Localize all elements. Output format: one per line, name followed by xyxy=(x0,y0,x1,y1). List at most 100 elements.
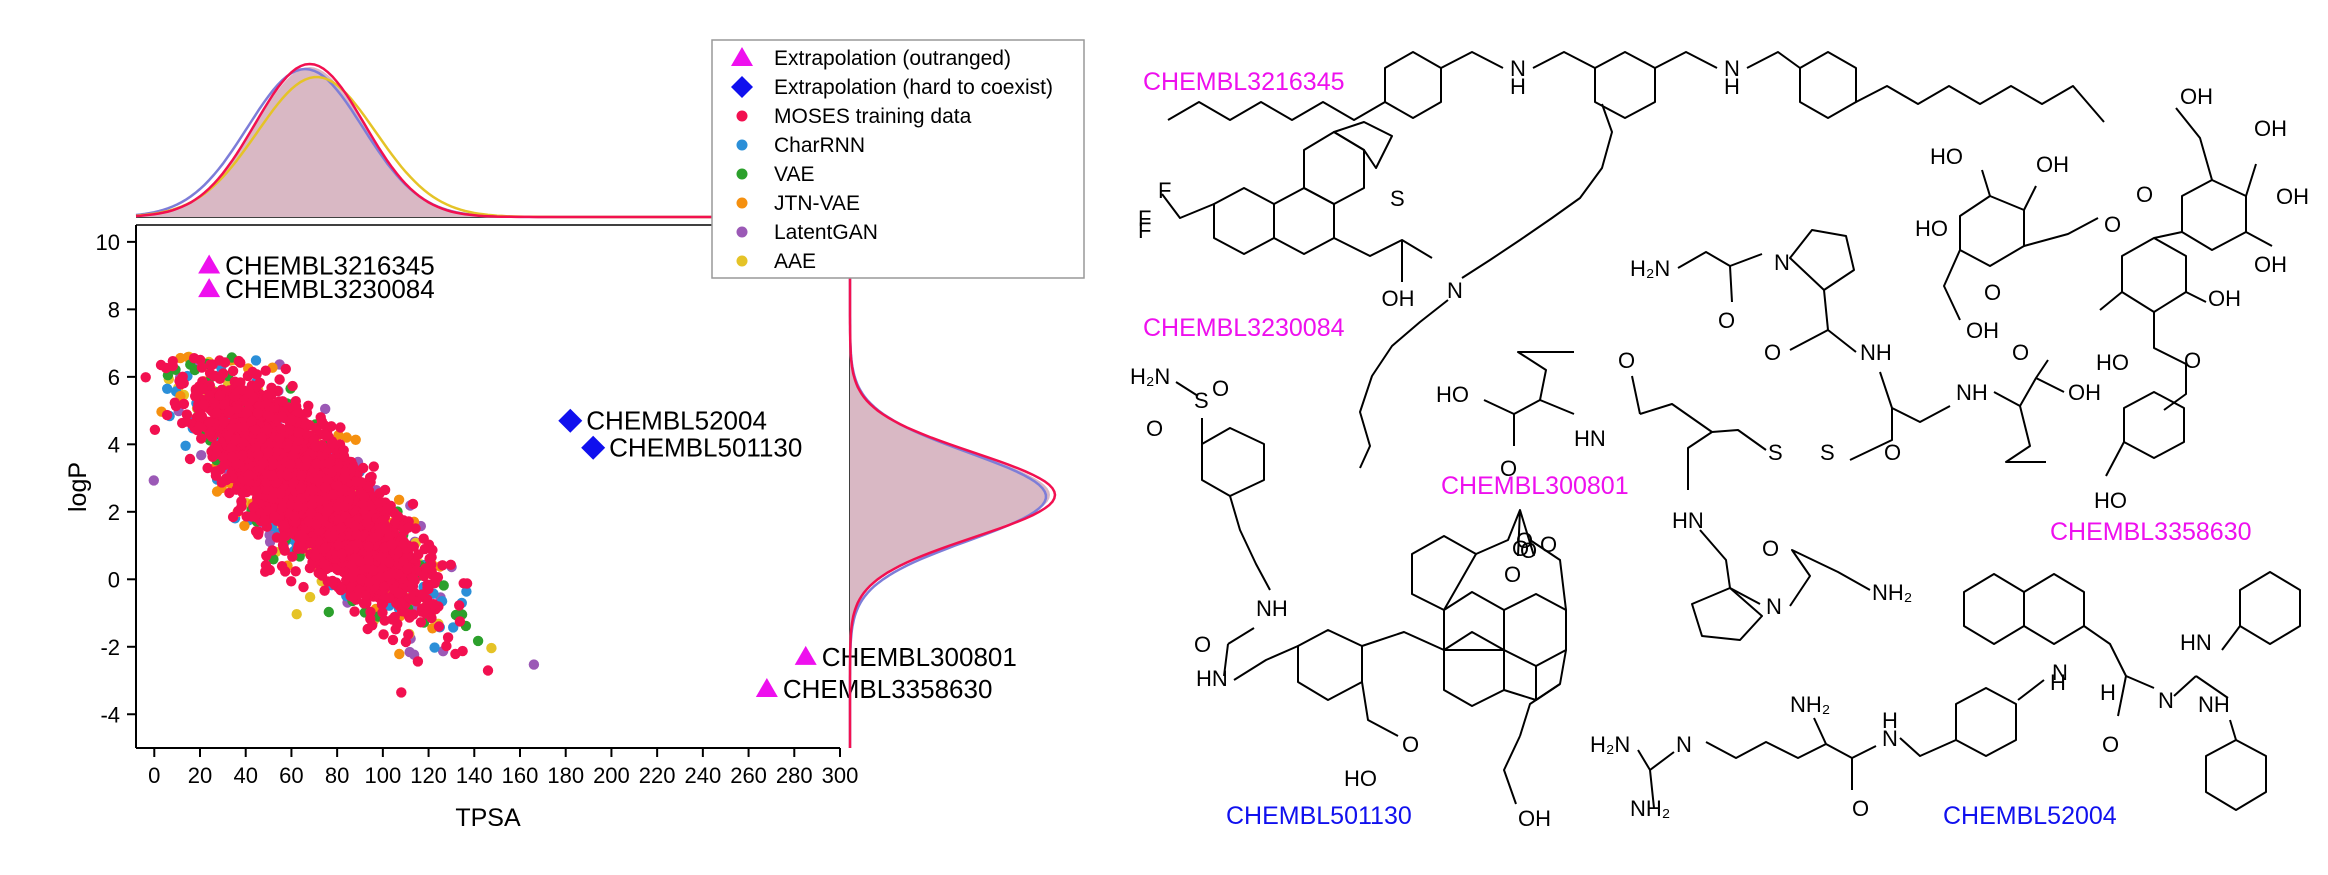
svg-text:O: O xyxy=(1718,308,1735,333)
data-point xyxy=(482,665,494,676)
structure-label-chembl3216345: CHEMBL3216345 xyxy=(1143,68,1345,96)
data-point xyxy=(458,578,469,589)
data-point xyxy=(448,622,459,633)
legend: Extrapolation (outranged)Extrapolation (… xyxy=(711,39,1085,279)
compound-annotation: CHEMBL3358630 xyxy=(783,674,993,704)
y-tick-label: -4 xyxy=(100,702,120,727)
data-point xyxy=(359,491,370,503)
data-point xyxy=(305,507,317,519)
structure-chembl501130: H₂N S O O NH O HN HO O O O xyxy=(1130,364,1567,831)
svg-text:F: F xyxy=(1158,178,1171,203)
svg-text:S: S xyxy=(1768,440,1783,465)
scatter-panel: CHEMBL3216345CHEMBL3230084CHEMBL52004CHE… xyxy=(64,224,1017,832)
compound-annotation: CHEMBL52004 xyxy=(586,406,767,436)
data-point xyxy=(341,432,352,443)
data-point xyxy=(250,424,261,436)
x-tick-label: 160 xyxy=(502,763,539,788)
data-point xyxy=(262,424,273,435)
data-point xyxy=(386,539,398,550)
data-point xyxy=(316,416,328,427)
data-point xyxy=(376,599,388,610)
data-point xyxy=(218,368,229,379)
data-point xyxy=(214,355,225,366)
x-tick-label: 180 xyxy=(547,763,584,788)
legend-marker-circle xyxy=(736,255,748,267)
data-point xyxy=(178,398,190,410)
data-point xyxy=(238,421,250,432)
structure-label-chembl300801: CHEMBL300801 xyxy=(1441,472,1629,500)
marginal-right-curve xyxy=(850,225,1050,748)
data-point xyxy=(377,580,389,592)
svg-text:F: F xyxy=(1138,206,1151,231)
svg-text:NH: NH xyxy=(2198,692,2230,717)
data-point xyxy=(445,559,456,570)
data-point xyxy=(262,447,274,458)
data-point xyxy=(196,433,207,444)
svg-text:N: N xyxy=(2052,660,2068,685)
highlighted-compounds: CHEMBL3216345CHEMBL3230084CHEMBL52004CHE… xyxy=(198,250,1017,704)
data-point xyxy=(303,400,314,411)
data-point xyxy=(413,549,424,560)
data-point xyxy=(278,520,290,531)
svg-text:N: N xyxy=(1724,56,1740,81)
y-axis-label: logP xyxy=(64,462,92,512)
data-point xyxy=(256,432,267,444)
data-point xyxy=(406,594,417,605)
marginal-top-curve xyxy=(136,67,840,217)
x-tick-label: 80 xyxy=(325,763,349,788)
data-point xyxy=(266,382,277,393)
data-point xyxy=(339,501,350,512)
data-point xyxy=(240,407,252,419)
svg-text:OH: OH xyxy=(2036,152,2069,177)
compound-annotation: CHEMBL3216345 xyxy=(225,250,435,280)
svg-text:H: H xyxy=(1510,74,1526,99)
legend-label: LatentGAN xyxy=(774,221,878,244)
data-point xyxy=(394,648,405,660)
data-point xyxy=(363,555,374,566)
data-point xyxy=(293,427,304,438)
data-point xyxy=(438,580,449,591)
structure-label-chembl3230084: CHEMBL3230084 xyxy=(1143,314,1345,342)
data-point xyxy=(433,621,445,632)
data-point xyxy=(236,496,247,507)
data-point xyxy=(396,687,407,698)
data-point xyxy=(279,545,290,556)
data-point xyxy=(205,359,216,370)
data-point xyxy=(211,441,222,453)
structure-chembl3230084: F F F S OH N xyxy=(1138,103,1613,469)
data-point xyxy=(350,434,361,445)
data-point xyxy=(395,597,406,608)
data-point xyxy=(227,365,239,377)
data-point xyxy=(277,396,288,407)
data-point xyxy=(269,487,281,498)
svg-text:O: O xyxy=(1194,632,1211,657)
data-point xyxy=(365,606,376,618)
structure-label-chembl501130: CHEMBL501130 xyxy=(1226,802,1412,830)
svg-text:N: N xyxy=(1882,726,1898,751)
data-point xyxy=(415,617,427,628)
svg-text:O: O xyxy=(1146,416,1163,441)
x-tick-label: 140 xyxy=(456,763,493,788)
x-tick-label: 280 xyxy=(776,763,813,788)
data-point xyxy=(230,434,241,446)
data-point xyxy=(287,551,298,562)
svg-text:HO: HO xyxy=(2096,350,2129,375)
data-point xyxy=(246,416,257,427)
data-point xyxy=(426,612,437,624)
x-tick-label: 120 xyxy=(410,763,447,788)
x-tick-label: 100 xyxy=(364,763,401,788)
data-point xyxy=(368,461,379,472)
data-point xyxy=(204,417,215,428)
data-point xyxy=(472,635,484,647)
data-point xyxy=(363,541,374,552)
data-point xyxy=(257,458,268,469)
svg-text:OH: OH xyxy=(2254,116,2287,141)
data-point xyxy=(243,386,255,397)
data-point xyxy=(196,450,207,461)
y-tick-label: 0 xyxy=(108,567,120,592)
data-point xyxy=(306,499,318,511)
data-point xyxy=(218,416,229,427)
data-point xyxy=(320,403,331,415)
data-point xyxy=(184,453,196,465)
structure-label-chembl52004: CHEMBL52004 xyxy=(1943,802,2117,830)
